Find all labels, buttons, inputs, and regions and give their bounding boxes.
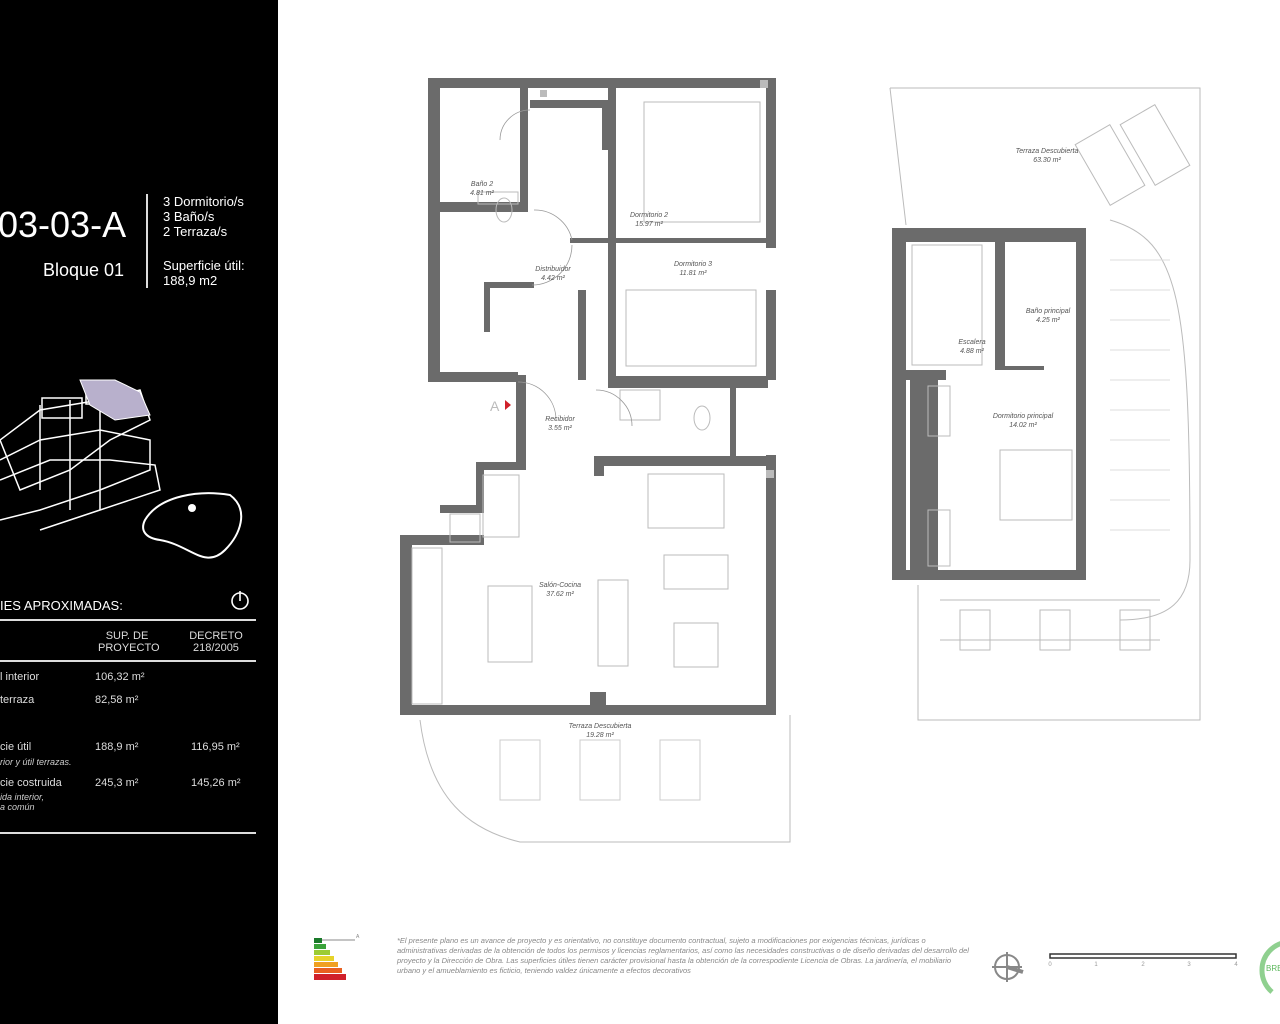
breeam-seal: BREE [1259,941,1280,994]
entrance-arrow-icon [505,400,511,410]
unit-code: 03-03-A [0,204,127,245]
entrance-marker: A [490,398,511,414]
useful-area-label: Superficie útil: [163,258,245,273]
disclaimer: *El presente plano es un avance de proye… [397,936,969,975]
col-decree-header: DECRETO 218/2005 [186,630,246,654]
room-name: Terraza Descubierta [1016,148,1079,155]
row-label: terraza [0,694,35,706]
col-line: DECRETO [189,630,243,642]
row-label: cie útil [0,741,32,753]
north-power-icon [231,591,249,610]
row-label: cie costruida [0,777,62,789]
room-name: Dormitorio 2 [630,212,668,219]
row-note: a común [0,802,35,812]
room-area: 63.30 m² [1033,157,1061,164]
row-project: 188,9 m² [95,741,139,753]
bathrooms: 3 Baño/s [163,209,215,224]
col-project-header: SUP. DE PROYECTO [98,630,160,654]
divider [0,660,256,662]
row-decree: 145,26 m² [191,777,241,789]
energy-rating-letter: A [356,934,360,940]
divider [0,619,256,621]
walls-upper [892,228,1086,580]
divider [146,194,148,288]
divider [0,832,256,834]
room-area: 11.81 m² [679,270,707,277]
compass-icon [992,952,1024,982]
room-name: Terraza Descubierta [569,723,632,730]
row-decree: 116,95 m² [191,741,240,753]
floor-plan: Baño 2 4.81 m² Dormitorio 2 15.97 m² Dor… [314,78,1280,994]
scale-tick: 4 [1234,962,1238,968]
col-line: 218/2005 [193,642,239,654]
row-note: ida interior, [0,792,45,802]
room-name: Distribuidor [535,266,571,273]
block-label: Bloque 01 [43,260,125,280]
room-name: Escalera [958,339,985,346]
scale-tick: 0 [1048,962,1052,968]
seal-text: BREE [1266,964,1280,973]
room-name: Salón-Cocina [539,582,581,589]
scale-tick: 2 [1141,962,1145,968]
room-area: 37.62 m² [546,591,574,598]
building-axonometric [0,379,243,559]
room-area: 3.55 m² [548,425,572,432]
row-note: rior y útil terrazas. [0,757,72,767]
room-area: 4.88 m² [960,348,984,355]
scale-tick: 3 [1187,962,1191,968]
surfaces-heading: IES APROXIMADAS: [0,598,123,613]
room-area: 4.42 m² [541,275,565,282]
useful-area-value: 188,9 m2 [163,273,218,288]
room-area: 4.81 m² [470,190,494,197]
room-name: Baño 2 [471,181,493,188]
terraces: 2 Terraza/s [163,224,228,239]
room-name: Baño principal [1026,308,1071,315]
room-name: Dormitorio principal [993,413,1054,420]
bedrooms: 3 Dormitorio/s [163,194,244,209]
energy-rating-icon: A [314,934,360,980]
walls-main [400,78,776,715]
room-area: 14.02 m² [1009,422,1037,429]
row-label: l interior [0,671,40,683]
col-line: PROYECTO [98,642,160,654]
room-area: 19.28 m² [586,732,614,739]
room-name: Dormitorio 3 [674,261,712,268]
room-area: 15.97 m² [635,221,663,228]
entrance-letter: A [490,398,500,414]
room-name: Recibidor [545,416,575,423]
col-line: SUP. DE [105,630,149,642]
scale-bar: 0 1 2 3 4 [1048,953,1238,968]
room-area: 4.25 m² [1036,317,1060,324]
row-project: 245,3 m² [95,777,139,789]
scale-tick: 1 [1094,962,1098,968]
row-project: 82,58 m² [95,694,139,706]
info-panel: 03-03-A Bloque 01 3 Dormitorio/s 3 Baño/… [0,0,278,1024]
row-project: 106,32 m² [95,671,145,683]
